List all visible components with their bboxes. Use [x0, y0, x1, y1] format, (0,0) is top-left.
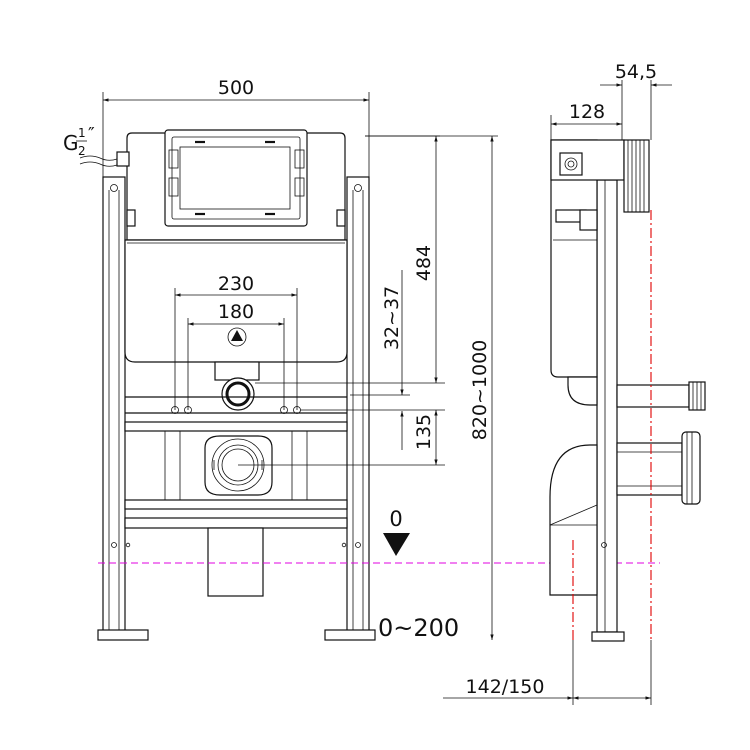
left-upright — [102, 176, 126, 638]
drop-pipe — [207, 527, 264, 597]
side-waste-pipe — [616, 442, 683, 496]
thread-denominator: 2 — [78, 144, 86, 158]
dim-outlet-inner-label: 180 — [218, 301, 254, 323]
cistern-body — [124, 239, 348, 363]
dim-128-label: 128 — [569, 101, 605, 123]
left-bracket — [126, 209, 136, 227]
dim-54-5-label: 54,5 — [615, 61, 657, 83]
side-waste-bend — [549, 444, 598, 596]
flush-connector — [214, 361, 260, 381]
dim-135-label: 135 — [413, 414, 435, 450]
flush-plate-frame — [164, 129, 308, 227]
side-dimensions — [443, 80, 672, 705]
dim-484-label: 484 — [413, 245, 435, 281]
dim-floor-range-label: 0~200 — [378, 614, 459, 642]
thread-suffix: ″ — [88, 124, 95, 145]
dim-32-37-label: 32~37 — [381, 286, 403, 350]
right-foot — [324, 629, 376, 641]
right-bracket — [336, 209, 346, 227]
zero-level-label: 0 — [389, 507, 402, 531]
inlet-valve — [116, 151, 130, 167]
zero-level-arrow — [383, 533, 410, 556]
thread-letter: G — [63, 131, 79, 155]
dim-outlet-outer-label: 230 — [218, 273, 254, 295]
side-view — [549, 139, 706, 642]
left-foot — [97, 629, 149, 641]
front-dimensions — [102, 92, 498, 640]
right-upright — [346, 176, 370, 638]
side-flush-pipe — [616, 384, 690, 408]
side-upright — [596, 179, 618, 633]
dim-height-range-label: 820~1000 — [469, 340, 491, 441]
front-view — [79, 129, 376, 641]
side-foot — [591, 631, 625, 642]
dim-142-150-label: 142/150 — [466, 676, 545, 698]
thread-numerator: 1 — [78, 126, 86, 140]
side-flush-bend — [567, 376, 598, 406]
side-inlet-valve — [559, 152, 583, 176]
thread-size-label: G 1 2 ″ — [63, 124, 95, 158]
dim-width-label: 500 — [218, 77, 254, 99]
brand-logo — [227, 327, 247, 347]
